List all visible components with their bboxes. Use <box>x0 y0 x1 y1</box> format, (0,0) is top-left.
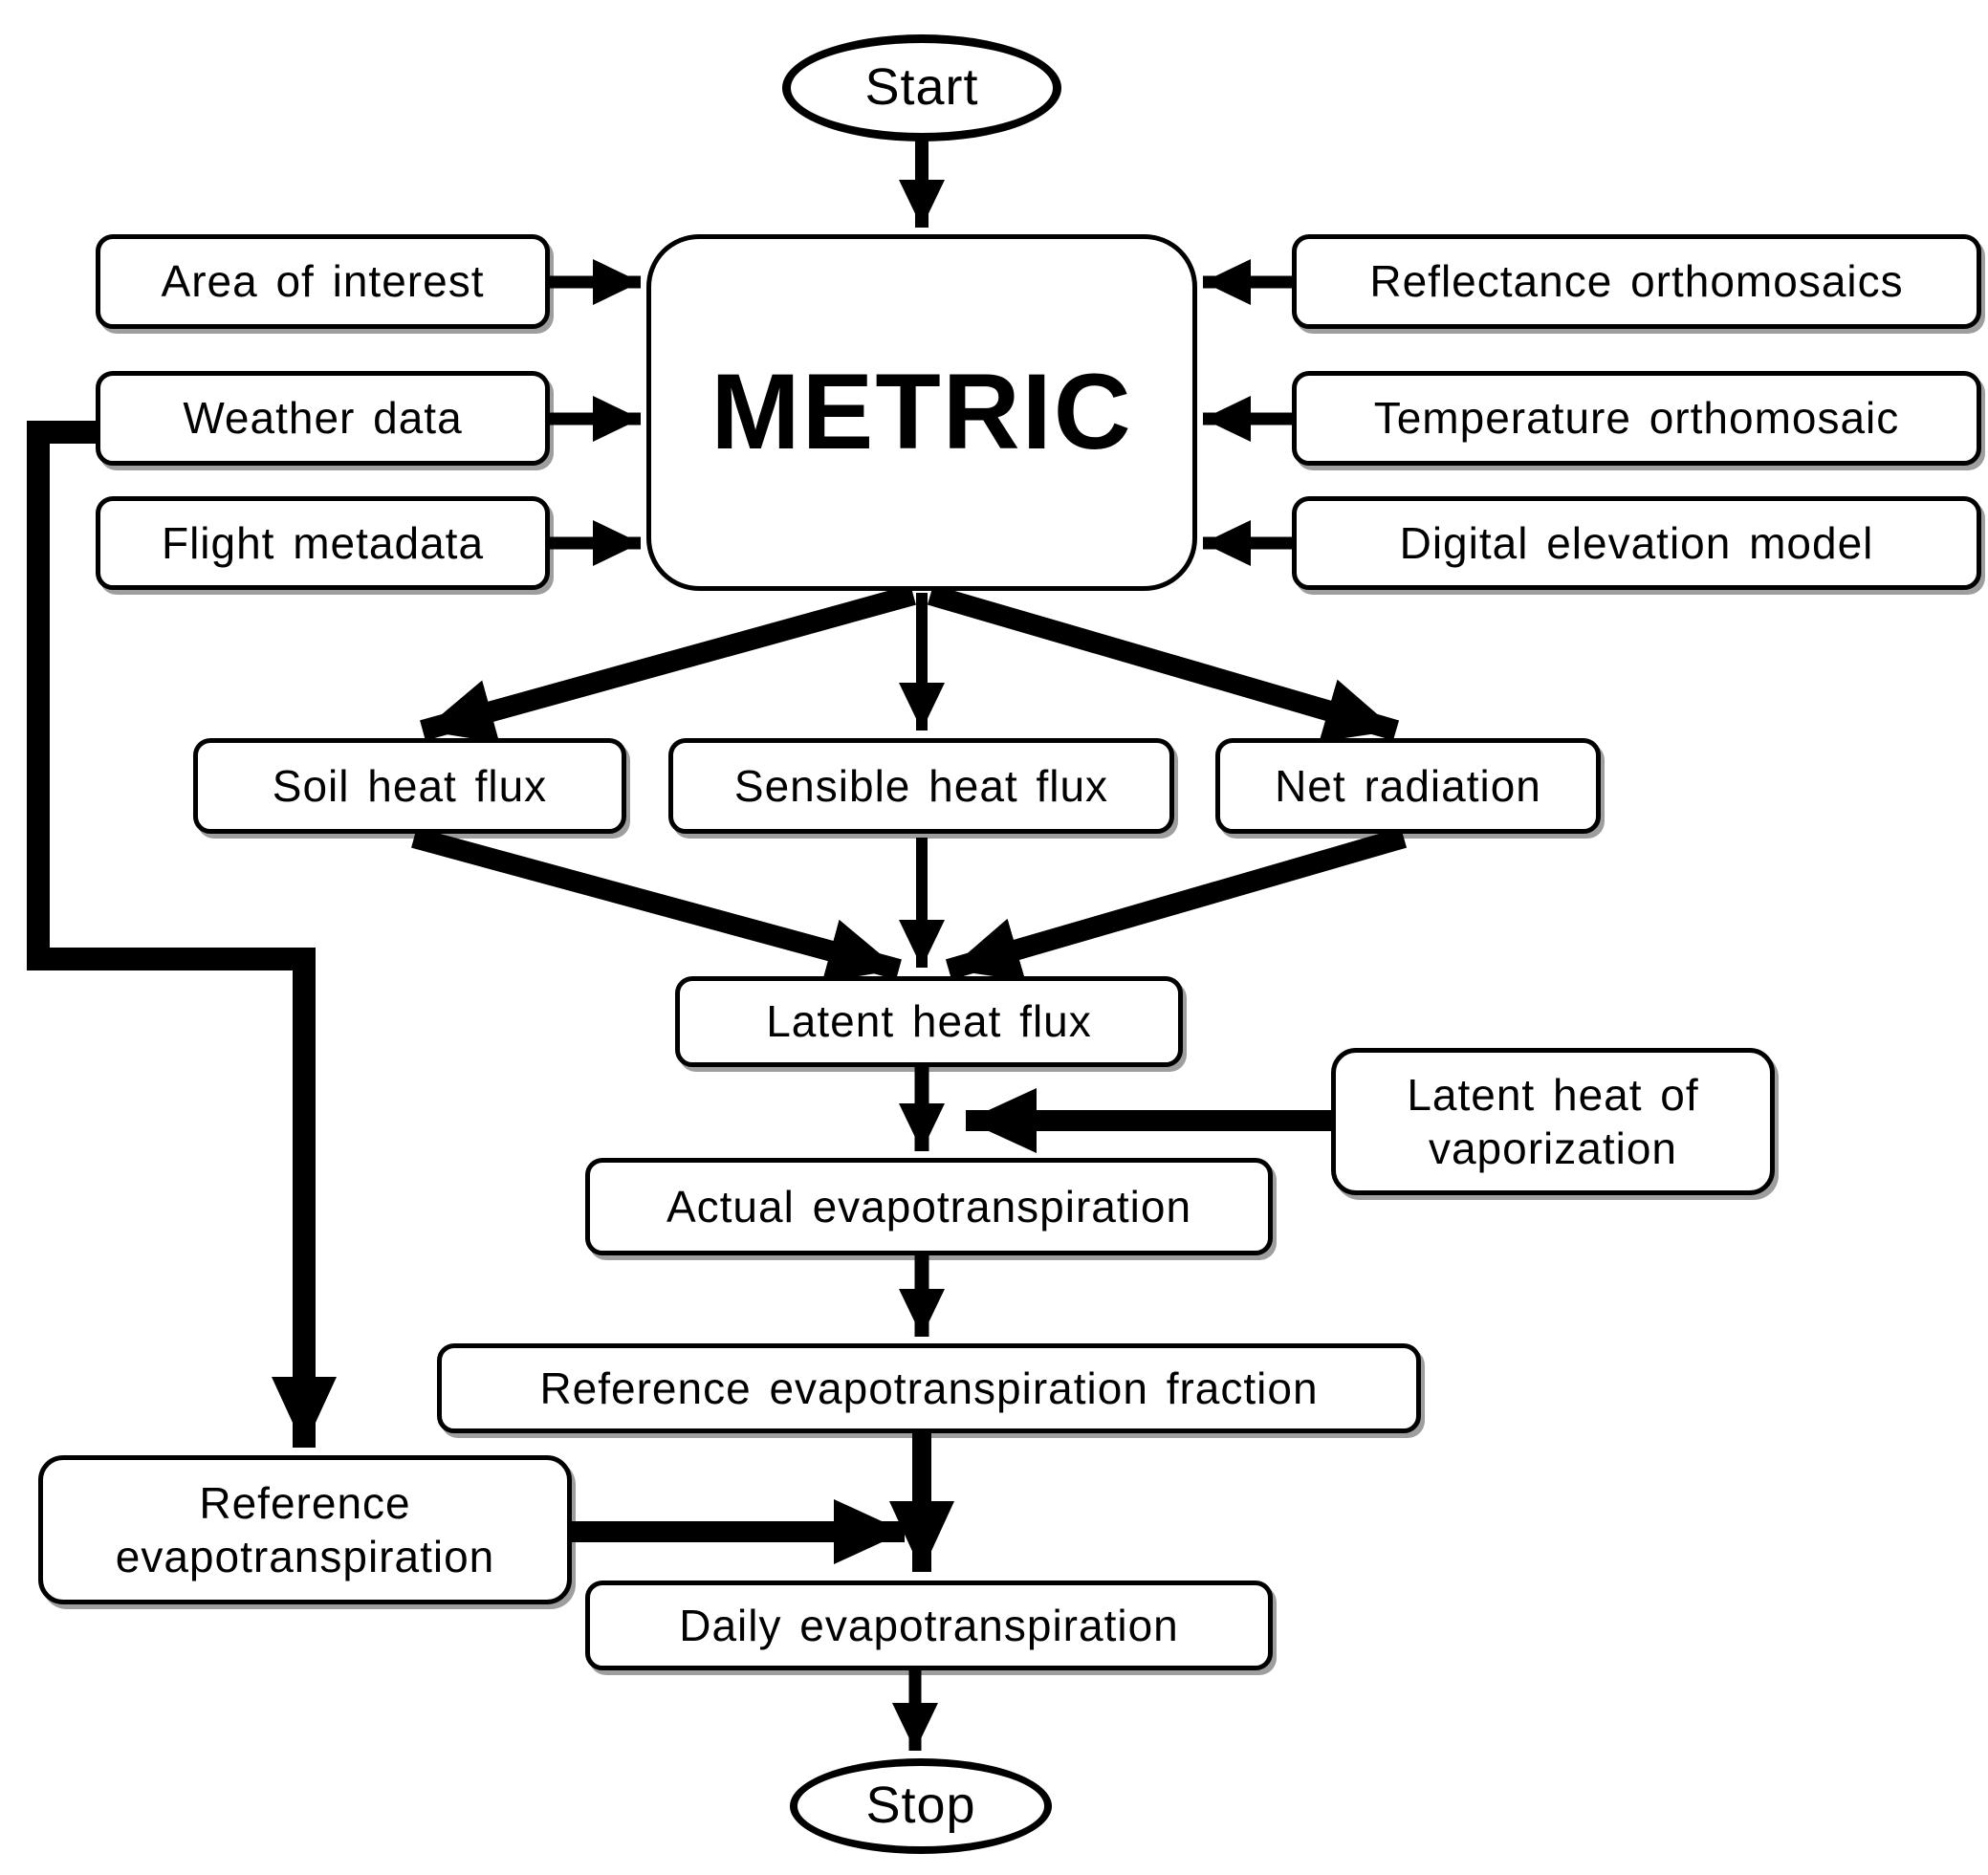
node-temperature-orthomosaic: Temperature orthomosaic <box>1292 371 1981 466</box>
reference-evapotranspiration-label: Reference evapotranspiration <box>115 1477 495 1581</box>
start-label: Start <box>864 58 979 117</box>
edge-net-latent <box>945 827 1408 982</box>
node-sensible-heat-flux: Sensible heat flux <box>668 738 1174 834</box>
daily-evapotranspiration-label: Daily evapotranspiration <box>679 1600 1179 1650</box>
node-weather-data: Weather data <box>96 371 550 466</box>
flight-metadata-label: Flight metadata <box>161 517 485 568</box>
node-digital-elevation-model: Digital elevation model <box>1292 496 1981 590</box>
edge-soil-latent <box>411 827 902 983</box>
node-metric: METRIC <box>646 234 1197 591</box>
node-daily-evapotranspiration: Daily evapotranspiration <box>585 1581 1273 1670</box>
soil-heat-flux-label: Soil heat flux <box>272 760 548 811</box>
reflectance-orthomosaics-label: Reflectance orthomosaics <box>1369 256 1904 307</box>
sensible-heat-flux-label: Sensible heat flux <box>733 760 1109 811</box>
digital-elevation-model-label: Digital elevation model <box>1399 517 1874 568</box>
stop-terminator: Stop <box>790 1758 1052 1854</box>
latent-heat-of-vaporization-label: Latent heat of vaporization <box>1407 1069 1699 1173</box>
net-radiation-label: Net radiation <box>1275 760 1541 811</box>
start-terminator: Start <box>782 34 1061 142</box>
reference-evapotranspiration-fraction-label: Reference evapotranspiration fraction <box>539 1363 1319 1413</box>
node-soil-heat-flux: Soil heat flux <box>193 738 626 834</box>
node-area-of-interest: Area of interest <box>96 234 550 329</box>
node-latent-heat-of-vaporization: Latent heat of vaporization <box>1331 1048 1775 1195</box>
latent-heat-flux-label: Latent heat flux <box>766 996 1092 1047</box>
metric-label: METRIC <box>710 352 1133 472</box>
stop-label: Stop <box>865 1777 976 1835</box>
node-reference-evapotranspiration-fraction: Reference evapotranspiration fraction <box>437 1343 1421 1433</box>
node-actual-evapotranspiration: Actual evapotranspiration <box>585 1158 1273 1255</box>
node-latent-heat-flux: Latent heat flux <box>675 976 1183 1067</box>
edge-metric-soil <box>420 584 916 744</box>
node-reflectance-orthomosaics: Reflectance orthomosaics <box>1292 234 1981 329</box>
edge-metric-net <box>927 584 1400 742</box>
actual-evapotranspiration-label: Actual evapotranspiration <box>666 1181 1192 1232</box>
node-reference-evapotranspiration: Reference evapotranspiration <box>38 1455 572 1604</box>
node-flight-metadata: Flight metadata <box>96 496 550 590</box>
area-of-interest-label: Area of interest <box>161 256 485 307</box>
weather-data-label: Weather data <box>183 393 463 444</box>
edge-weather-refet-feedback <box>27 421 337 1448</box>
node-net-radiation: Net radiation <box>1215 738 1601 834</box>
temperature-orthomosaic-label: Temperature orthomosaic <box>1373 393 1900 444</box>
